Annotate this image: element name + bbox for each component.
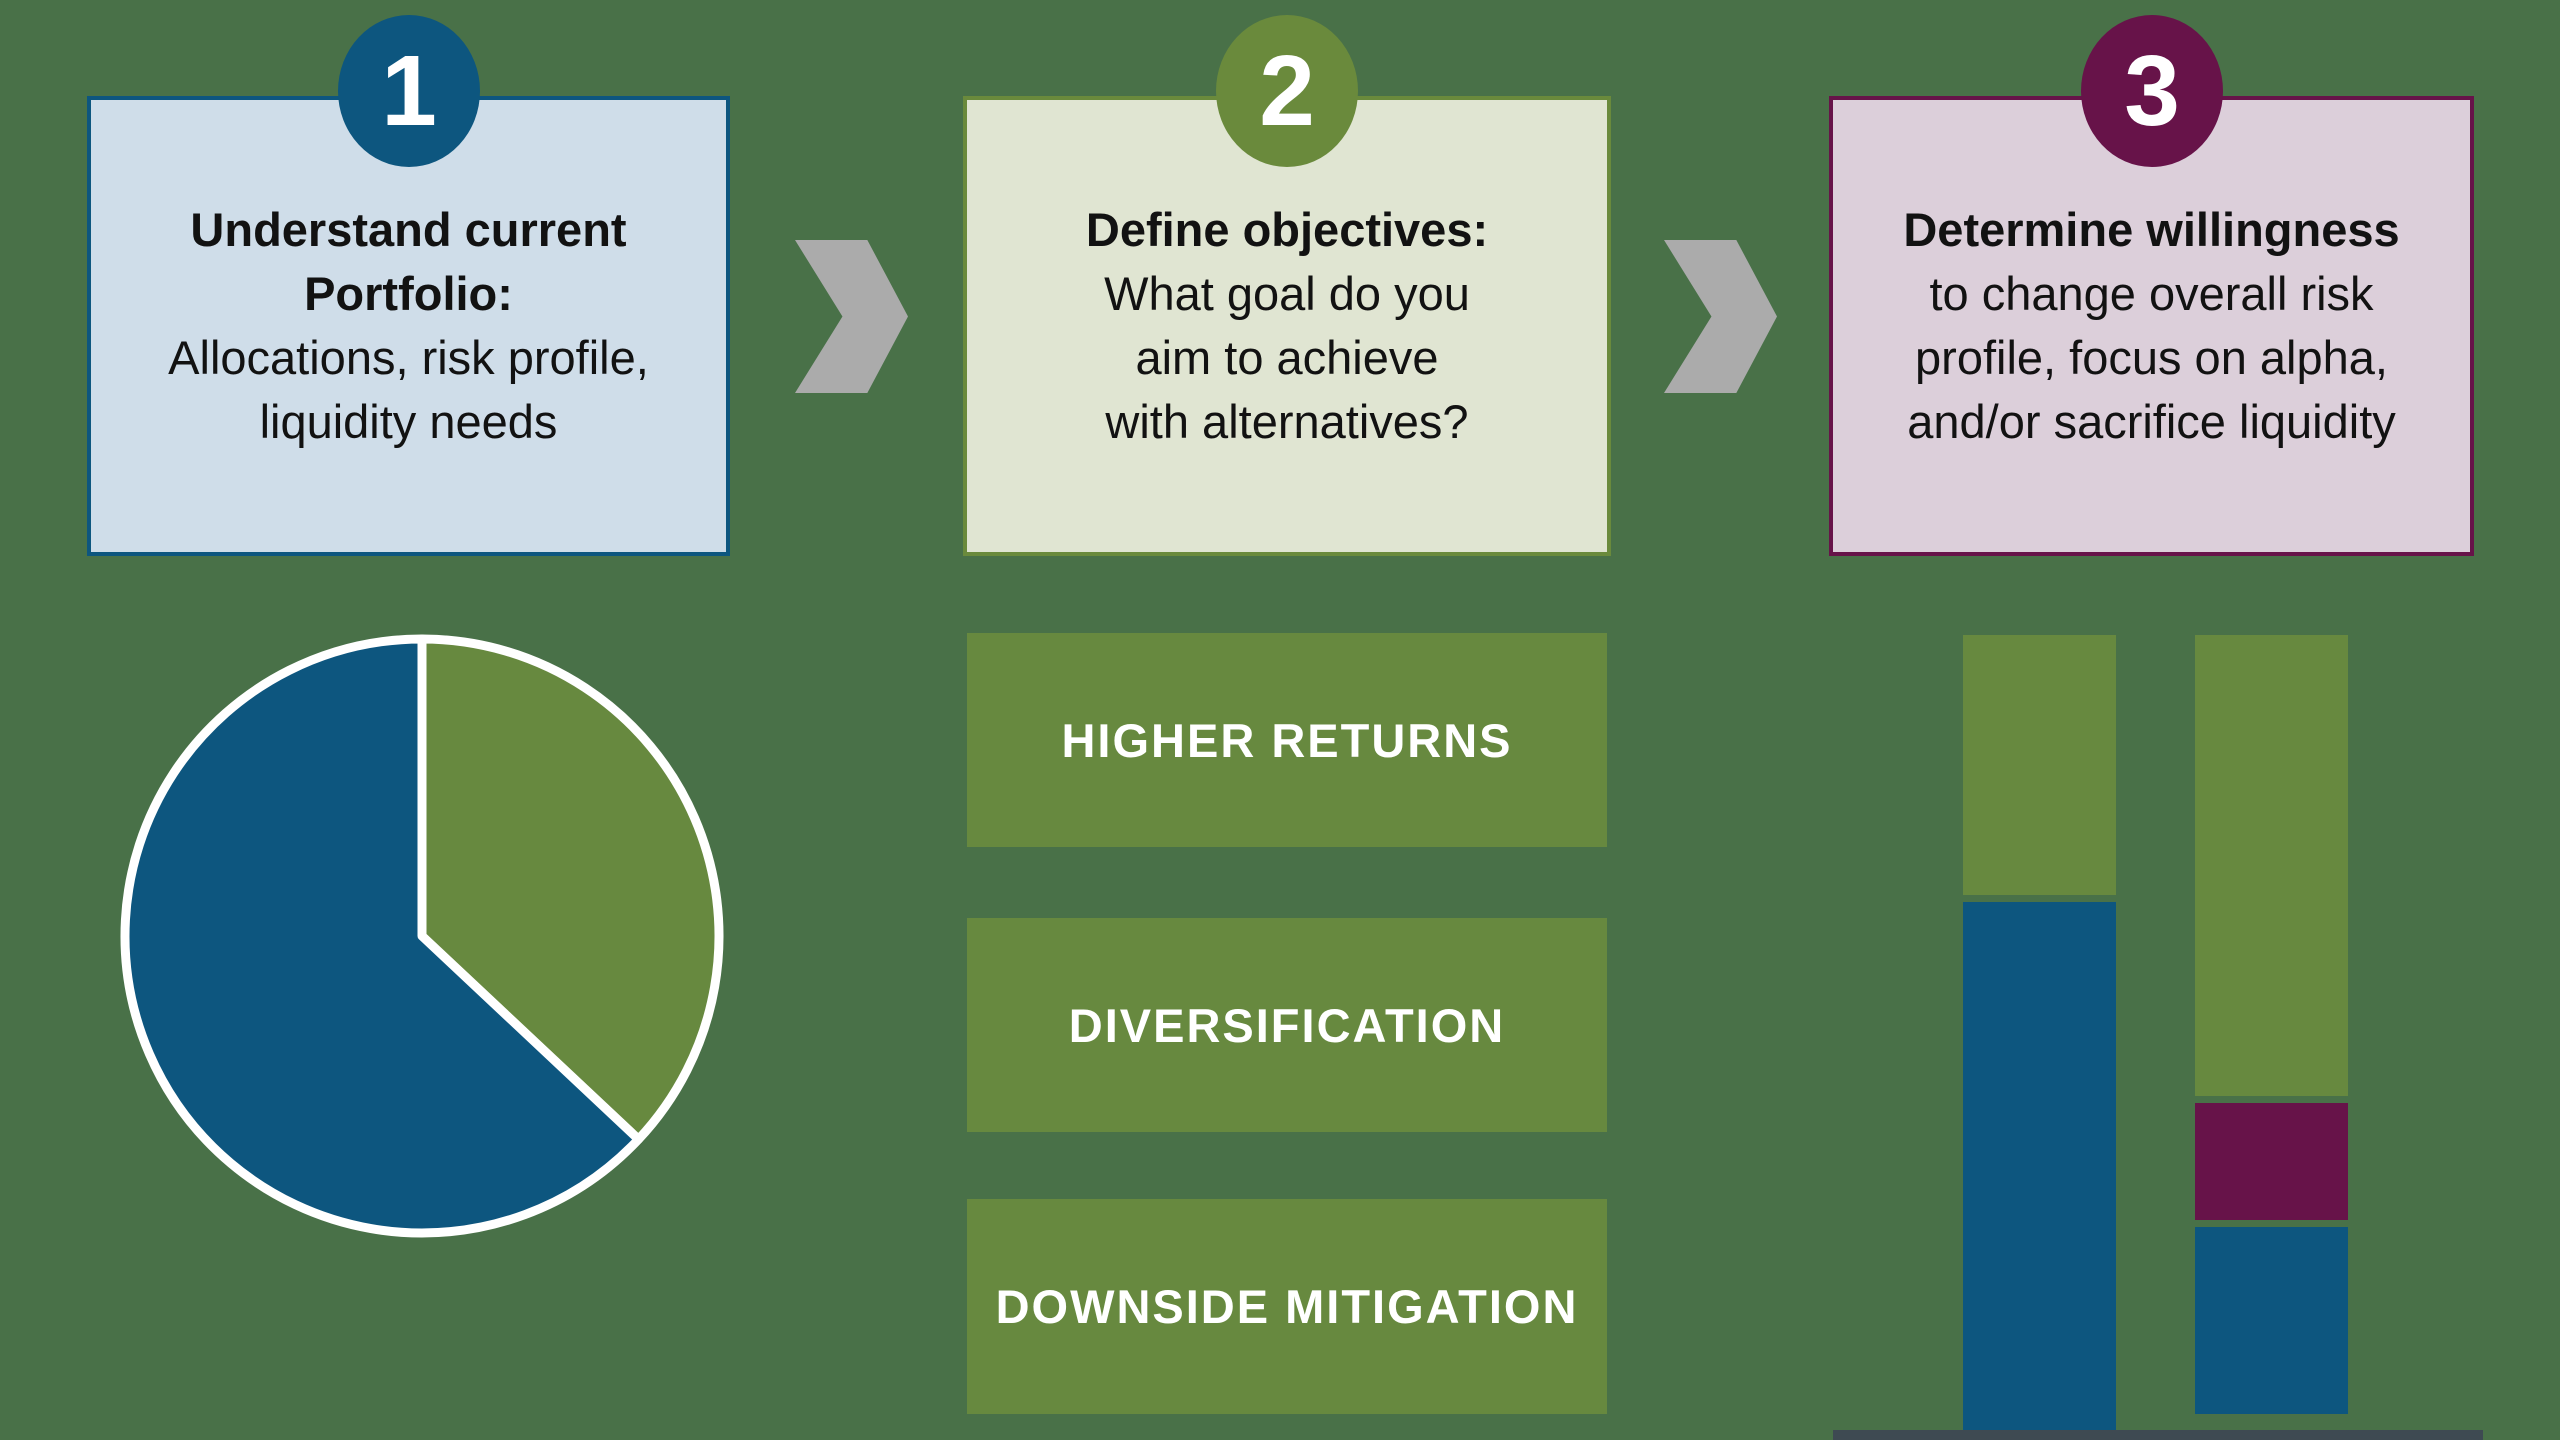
step-1-box: Understand current Portfolio: Allocation… xyxy=(87,96,730,556)
stacked-bar-1 xyxy=(1963,635,2116,1430)
step-3-body-line: and/or sacrifice liquidity xyxy=(1907,395,2396,448)
step-1-body-line: liquidity needs xyxy=(259,395,558,448)
pie-slice-green xyxy=(417,634,724,1144)
step-3-number-badge: 3 xyxy=(2081,15,2223,167)
step-1-body-line: Allocations, risk profile, xyxy=(168,331,649,384)
step-3-title-line: Determine willingness xyxy=(1903,203,2400,256)
bar-segment-blue xyxy=(2195,1226,2348,1415)
bar-segment-green xyxy=(1963,635,2116,896)
bar-segment-purple xyxy=(2195,1102,2348,1220)
pie-chart-svg xyxy=(120,634,724,1238)
step-1-number-badge: 1 xyxy=(338,15,480,167)
step-2-number-badge: 2 xyxy=(1216,15,1358,167)
pie-slice-blue xyxy=(120,634,644,1238)
objective-higher-returns: HIGHER RETURNS xyxy=(967,633,1607,847)
step-2-title-line: Define objectives: xyxy=(1085,203,1489,256)
step-1-title-line: Portfolio: xyxy=(304,267,513,320)
bar-chart-baseline xyxy=(1833,1430,2483,1440)
objective-diversification: DIVERSIFICATION xyxy=(967,918,1607,1132)
right-chevron-icon xyxy=(1664,240,1777,393)
step-2-body-line: aim to achieve xyxy=(1135,331,1439,384)
bar-segment-green xyxy=(2195,635,2348,1096)
step-3-body-line: to change overall risk xyxy=(1929,267,2374,320)
step-1-title-line: Understand current xyxy=(190,203,627,256)
stacked-bar-2 xyxy=(2195,635,2348,1430)
step-3-body-line: profile, focus on alpha, xyxy=(1915,331,2388,384)
step-2-body-line: What goal do you xyxy=(1104,267,1470,320)
objective-downside-mitigation: DOWNSIDE MITIGATION xyxy=(967,1199,1607,1414)
right-chevron-icon xyxy=(795,240,908,393)
step-3-box: Determine willingness to change overall … xyxy=(1829,96,2474,556)
portfolio-pie-chart xyxy=(116,630,728,1242)
bar-segment-blue xyxy=(1963,902,2116,1430)
step-2-box: Define objectives: What goal do you aim … xyxy=(963,96,1611,556)
step-2-body-line: with alternatives? xyxy=(1105,395,1469,448)
